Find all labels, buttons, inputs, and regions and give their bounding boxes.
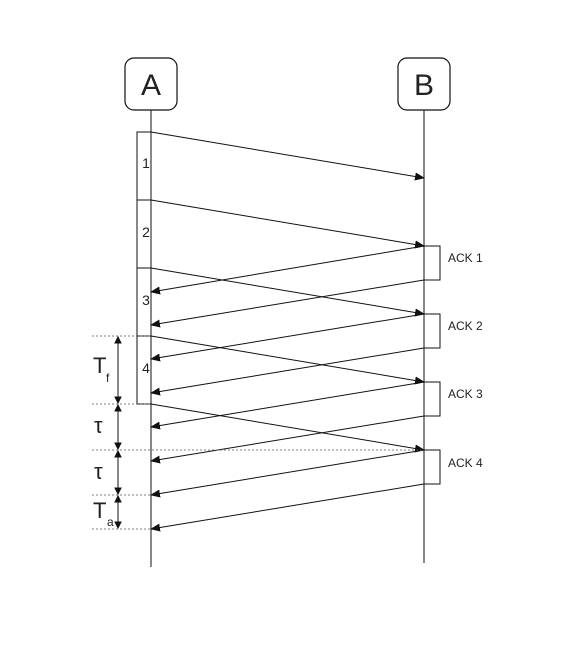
ack-label-1: ACK 1 (448, 251, 483, 265)
frame-arrow-2 (150, 199, 425, 249)
ack-box-3 (423, 381, 441, 417)
timing-label-tf: T f (93, 353, 110, 385)
frame-arrow-5 (150, 403, 425, 453)
frame-label-2: 2 (142, 224, 150, 240)
frame-arrow-1 (150, 131, 425, 181)
ack-box-4 (423, 449, 441, 485)
ta-main: T (93, 498, 106, 523)
node-b-label: B (414, 69, 434, 102)
ta-sub: a (107, 515, 114, 529)
frame-label-3: 3 (142, 292, 150, 308)
ack-label-2: ACK 2 (448, 319, 483, 333)
ack-label-3: ACK 3 (448, 387, 483, 401)
frame-arrow-4 (150, 335, 425, 385)
node-a-label: A (141, 69, 161, 102)
ack-arrow-1b (150, 279, 425, 328)
timing-label-tau-2: τ (94, 459, 103, 484)
ack-arrow-3b (150, 415, 425, 464)
ack-arrow-2a (150, 313, 425, 362)
ack-arrow-4a (150, 449, 425, 498)
node-b: B (397, 57, 451, 111)
ack-arrow-2b (150, 347, 425, 396)
ack-box-2 (423, 313, 441, 349)
ack-arrow-1a (150, 245, 425, 295)
frame-label-1: 1 (142, 155, 150, 171)
ack-box-1 (423, 245, 441, 281)
timing-dimensions (114, 335, 122, 530)
timing-label-ta: T a (93, 498, 114, 529)
frame-arrow-3 (150, 267, 425, 317)
ack-label-4: ACK 4 (448, 456, 483, 470)
tf-sub: f (106, 371, 110, 385)
timing-label-tau-1: τ (94, 413, 103, 438)
ack-arrow-3a (150, 381, 425, 430)
tf-main: T (93, 353, 106, 378)
timing-guides (92, 335, 424, 530)
ack-arrow-4b (150, 483, 425, 532)
node-a: A (124, 57, 178, 111)
frame-label-4: 4 (142, 360, 150, 376)
